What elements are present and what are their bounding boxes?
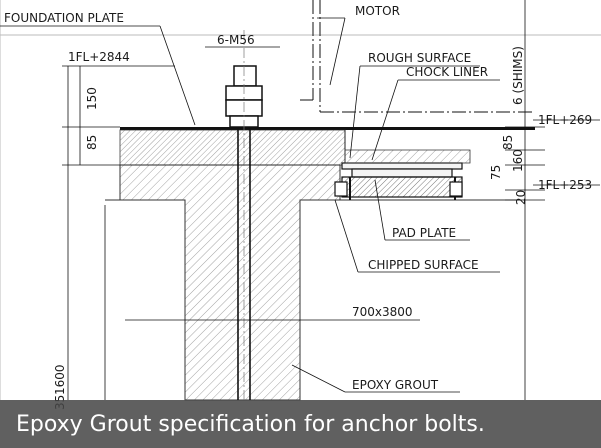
label-pit-size: 700x3800 xyxy=(352,305,413,319)
concrete-foundation xyxy=(105,164,520,401)
label-chipped-surface: CHIPPED SURFACE xyxy=(368,258,479,272)
label-pad-plate: PAD PLATE xyxy=(392,226,456,240)
chock-liner-assembly xyxy=(334,149,471,200)
foundation-plate xyxy=(119,127,535,166)
dim-85-left: 85 xyxy=(85,135,99,150)
leader-lines xyxy=(0,17,500,393)
dim-160: 160 xyxy=(511,149,525,172)
caption-bar xyxy=(0,400,601,448)
dim-shims: 6 (SHIMS) xyxy=(511,46,525,105)
label-elev-right-upper: 1FL+269 xyxy=(538,113,592,127)
label-motor: MOTOR xyxy=(355,4,400,18)
motor-outline xyxy=(300,0,535,113)
anchor-bolt xyxy=(225,30,263,400)
label-foundation-plate: FOUNDATION PLATE xyxy=(4,11,124,25)
caption-text: Epoxy Grout specification for anchor bol… xyxy=(16,412,485,437)
label-chock-liner: CHOCK LINER xyxy=(406,65,488,79)
dim-150: 150 xyxy=(85,87,99,110)
label-rough-surface: ROUGH SURFACE xyxy=(368,51,471,65)
dim-75: 75 xyxy=(489,165,503,180)
label-elev-right-lower: 1FL+253 xyxy=(538,178,592,192)
dimension-lines xyxy=(62,0,600,400)
label-elev-top-left: 1FL+2844 xyxy=(68,50,130,64)
label-bolt-spec: 6-M56 xyxy=(217,33,255,47)
dim-20: 20 xyxy=(514,190,528,205)
drawing-frame xyxy=(0,0,601,400)
dim-85-right: 85 xyxy=(501,135,515,150)
label-epoxy-grout: EPOXY GROUT xyxy=(352,378,439,392)
dim-1600: 1600 xyxy=(53,364,67,395)
